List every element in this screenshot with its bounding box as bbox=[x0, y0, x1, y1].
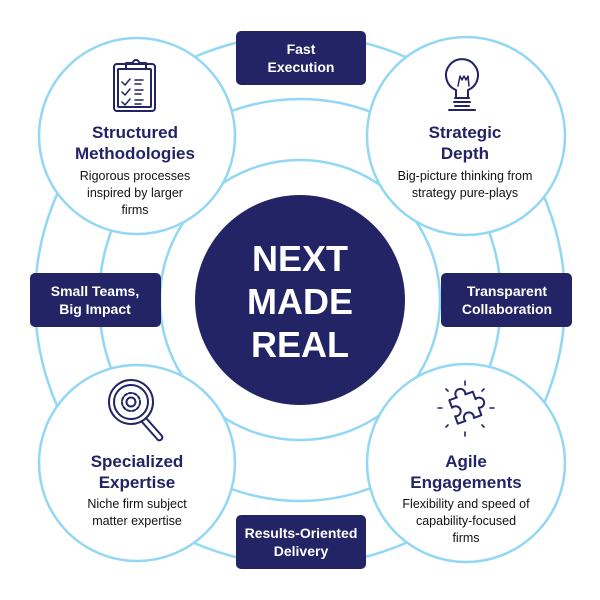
pillar-structured-methodologies: Structured Methodologies Rigorous proces… bbox=[37, 36, 237, 236]
connector-small-teams: Small Teams, Big Impact bbox=[30, 273, 161, 327]
label-text: Big-picture thinking from bbox=[398, 169, 533, 183]
label-text: Agile bbox=[445, 452, 487, 471]
label-text: Results-Oriented bbox=[245, 525, 358, 541]
label-text: Strategic bbox=[429, 123, 502, 142]
puzzle-piece-icon bbox=[437, 380, 495, 437]
connector-results-oriented: Results-Oriented Delivery bbox=[236, 515, 366, 569]
connector-fast-execution: Fast Execution bbox=[236, 31, 366, 85]
label-text: Rigorous processes bbox=[80, 169, 190, 183]
label-text: Expertise bbox=[99, 473, 176, 492]
label-text: MADE bbox=[247, 281, 353, 322]
label-text: Execution bbox=[268, 59, 335, 75]
label-text: Collaboration bbox=[462, 301, 552, 317]
clipboard-checklist-icon bbox=[113, 59, 156, 112]
pillar-agile-engagements: Agile Engagements Flexibility and speed … bbox=[365, 362, 567, 564]
connector-transparent-collaboration: Transparent Collaboration bbox=[441, 273, 572, 327]
label-text: Methodologies bbox=[75, 144, 195, 163]
label-text: capability-focused bbox=[416, 514, 516, 528]
label-text: matter expertise bbox=[92, 514, 182, 528]
label-text: Specialized bbox=[91, 452, 184, 471]
label-text: Fast bbox=[287, 41, 316, 57]
label-text: Big Impact bbox=[59, 301, 131, 317]
label-text: Engagements bbox=[410, 473, 521, 492]
lightbulb-icon bbox=[445, 58, 479, 111]
label-text: Delivery bbox=[274, 543, 329, 559]
label-text: Small Teams, bbox=[51, 283, 139, 299]
pillar-strategic-depth: Strategic Depth Big-picture thinking fro… bbox=[365, 35, 567, 237]
pillar-specialized-expertise: Specialized Expertise Niche firm subject… bbox=[37, 363, 237, 563]
label-text: Structured bbox=[92, 123, 178, 142]
label-text: Depth bbox=[441, 144, 489, 163]
label-text: Niche firm subject bbox=[87, 497, 187, 511]
core-circle bbox=[195, 195, 405, 405]
label-text: NEXT bbox=[252, 238, 348, 279]
label-text: strategy pure-plays bbox=[412, 186, 518, 200]
label-text: firms bbox=[121, 203, 148, 217]
label-text: inspired by larger bbox=[87, 186, 183, 200]
label-text: firms bbox=[452, 531, 479, 545]
label-text: Transparent bbox=[467, 283, 547, 299]
core-label: NEXT MADE REAL bbox=[247, 238, 353, 365]
label-text: Flexibility and speed of bbox=[402, 497, 530, 511]
magnifier-gear-icon bbox=[108, 379, 164, 442]
label-text: REAL bbox=[251, 324, 349, 365]
